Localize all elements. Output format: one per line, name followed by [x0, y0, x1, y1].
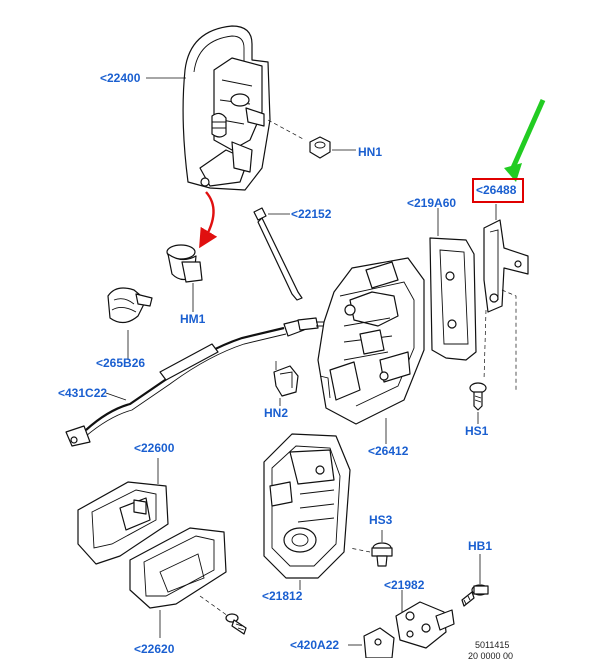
label-219a60: <219A60: [407, 196, 457, 210]
label-22152: <22152: [291, 207, 332, 221]
label-22620: <22620: [134, 642, 175, 656]
label-26412: <26412: [368, 444, 409, 458]
label-hs3: HS3: [369, 513, 393, 527]
label-21812: <21812: [262, 589, 303, 603]
release-cable: [65, 317, 327, 447]
label-420a22: <420A22: [290, 638, 340, 652]
hm1-grommet: [166, 244, 203, 312]
cable-clip: [107, 287, 153, 360]
hs1-screw: [469, 382, 487, 424]
housing-screw: [225, 613, 247, 635]
highlight-box: [472, 178, 524, 203]
latch-cover-lower: [129, 527, 229, 638]
control-rod: [253, 207, 303, 301]
latch-cover-upper: [77, 458, 169, 565]
retainer-plate: [348, 627, 395, 658]
label-431c22: <431C22: [58, 386, 108, 400]
label-hn1: HN1: [358, 145, 383, 159]
door-latch: [317, 257, 425, 444]
label-26488: <26488: [476, 183, 517, 197]
hn2-clip: [273, 365, 299, 406]
label-hn2: HN2: [264, 406, 289, 420]
striker-bracket: [395, 590, 455, 649]
green-callout-arrow: [504, 98, 546, 182]
red-direction-arrow: [199, 191, 218, 249]
label-265b26: <265B26: [96, 356, 146, 370]
hb1-bolt: [461, 554, 489, 607]
hn1-nut: [309, 136, 356, 159]
latch-bracket: [483, 204, 529, 392]
label-21982: <21982: [384, 578, 425, 592]
outside-door-handle: [182, 25, 306, 191]
latch-gasket: [429, 208, 477, 361]
hs3-screw: [349, 530, 393, 567]
label-hs1: HS1: [465, 424, 489, 438]
diagram-subcode: 20 0000 00: [468, 651, 514, 661]
lock-actuator: [263, 433, 351, 590]
label-hm1: HM1: [180, 312, 206, 326]
label-hb1: HB1: [468, 539, 493, 553]
label-22600: <22600: [134, 441, 175, 455]
diagram-code: 5011415: [475, 640, 510, 650]
label-22400: <22400: [100, 71, 141, 85]
